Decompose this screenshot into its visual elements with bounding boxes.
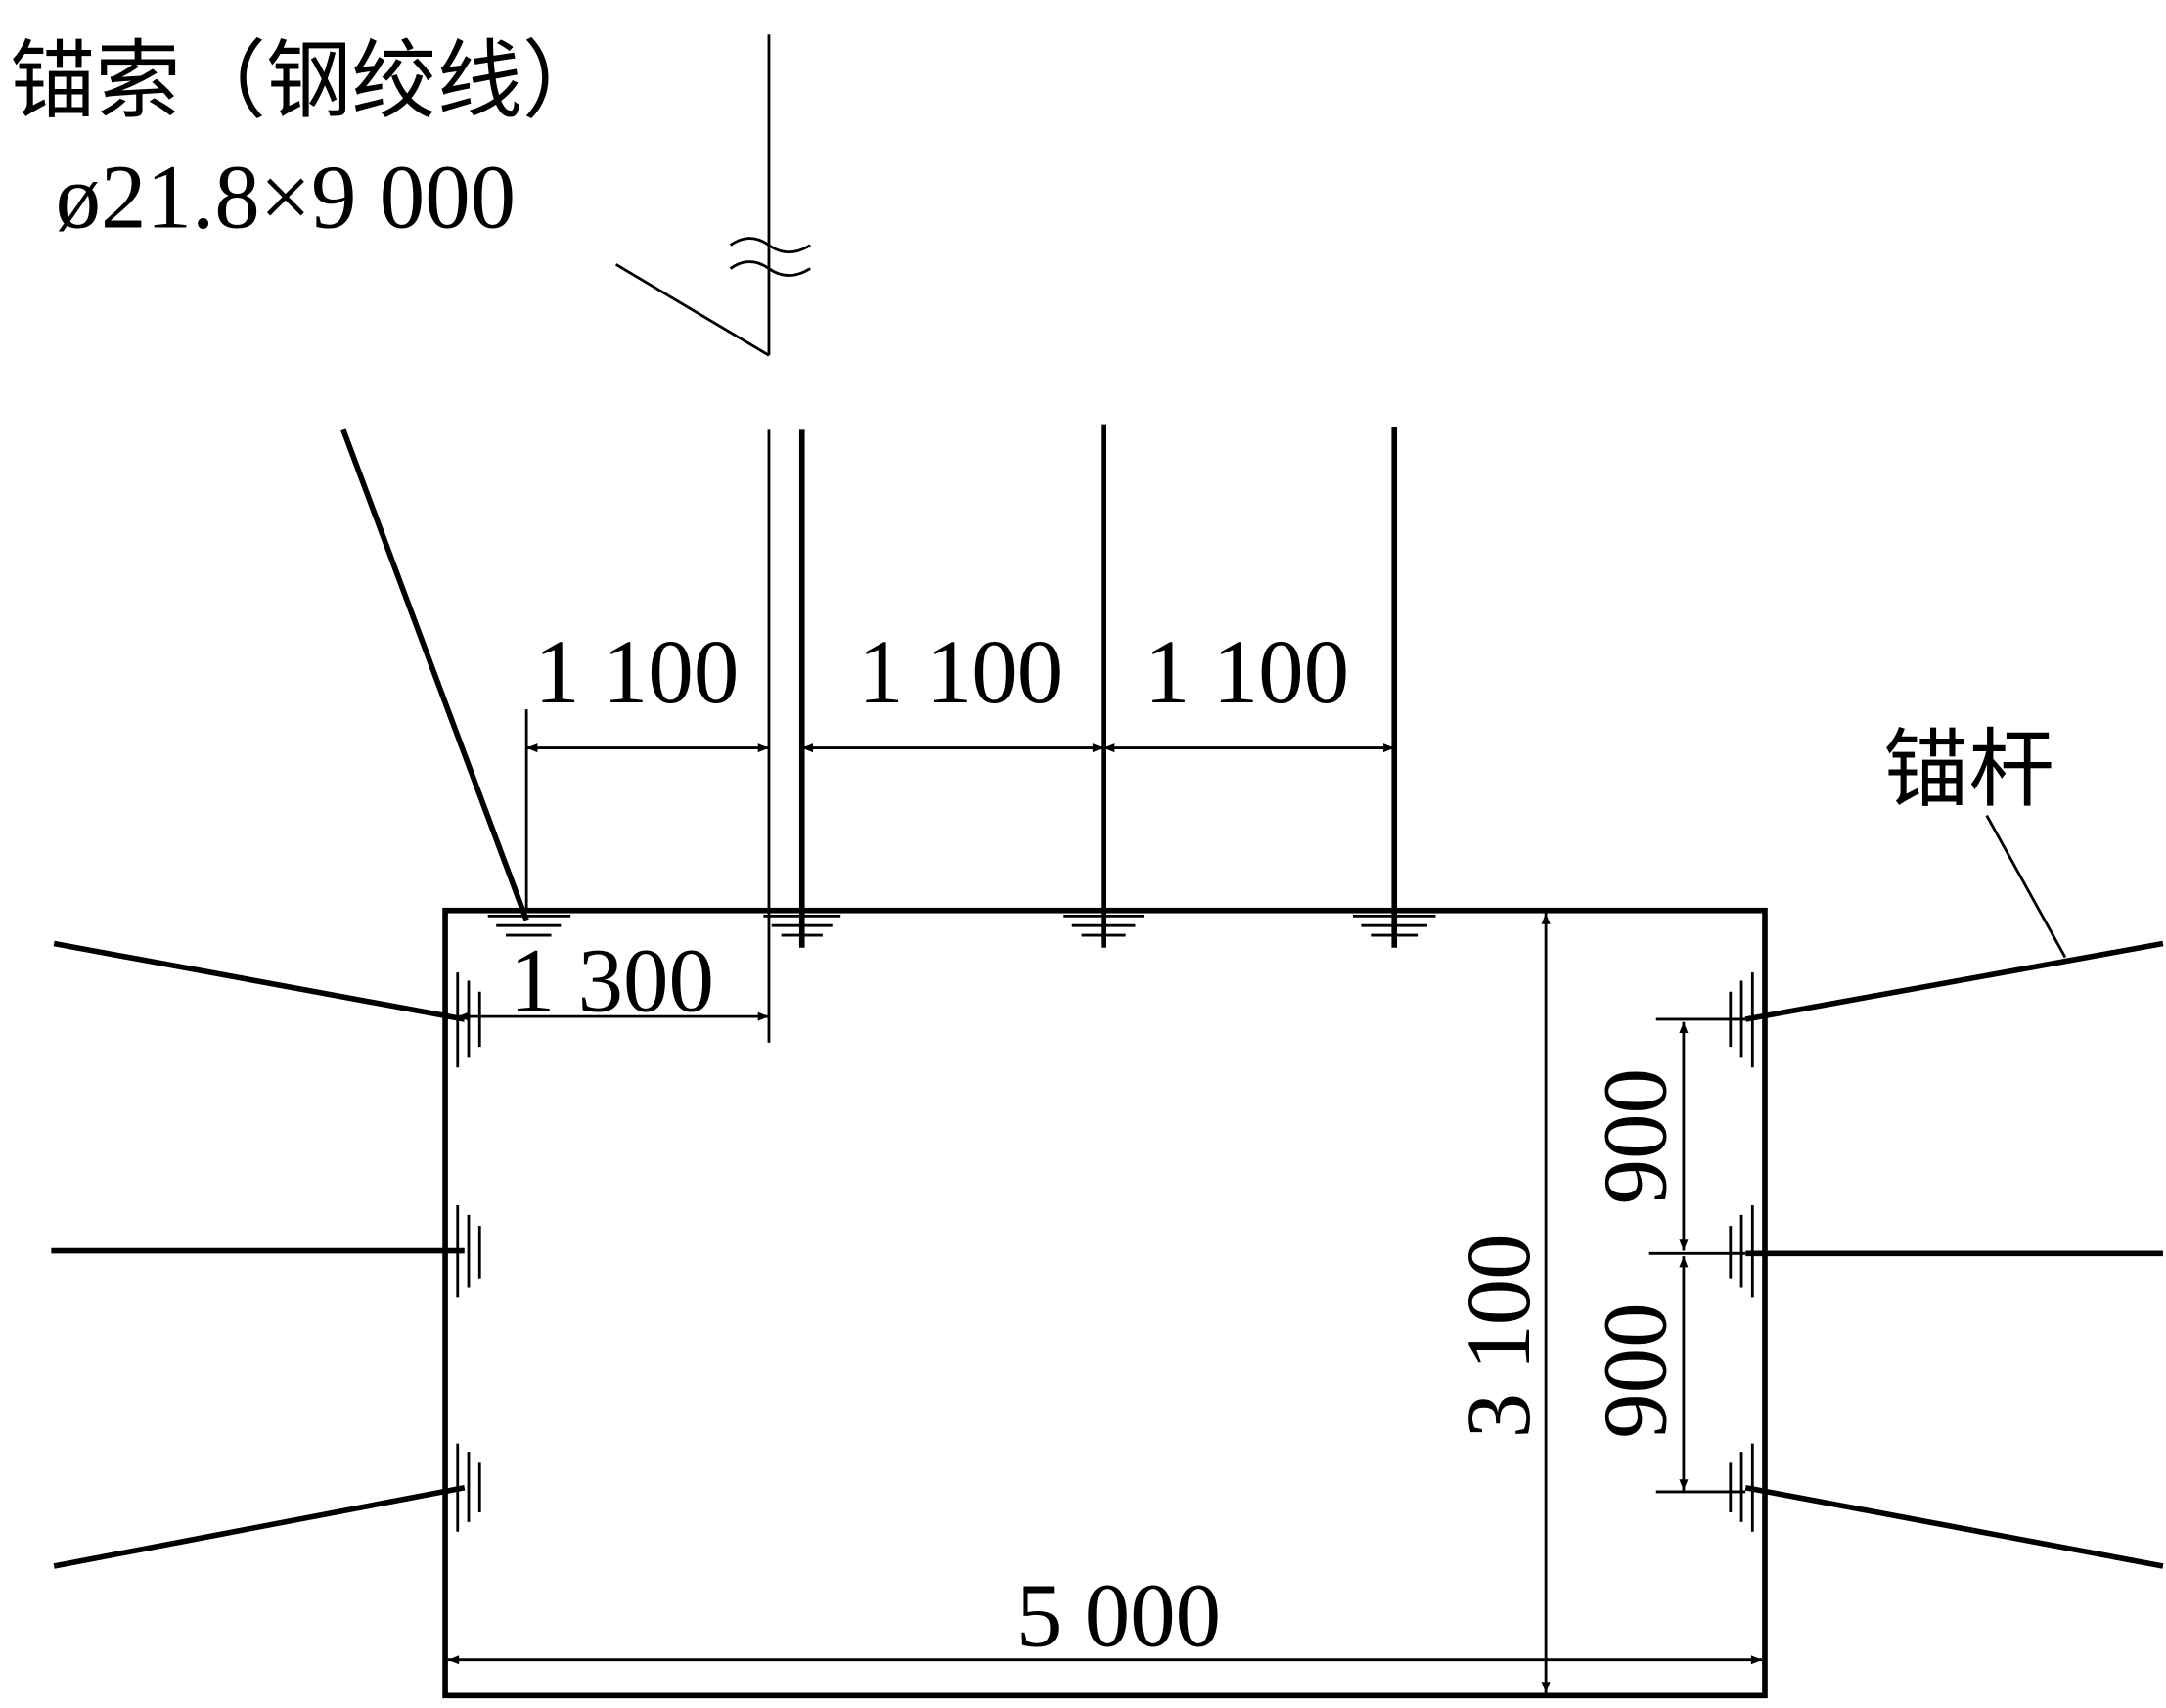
anchor-cable-inclined <box>340 428 529 921</box>
bolt-leader-line <box>1985 814 2067 959</box>
reference-line <box>614 34 811 1043</box>
dim-width: 5 000 <box>1016 1566 1221 1667</box>
cable-leader-line <box>614 263 770 357</box>
dim-right-spacing-lower: 900 <box>1586 1302 1687 1438</box>
dim-top-spacing-3: 1 100 <box>1145 622 1349 723</box>
dim-height: 3 100 <box>1449 1234 1550 1438</box>
dim-offset: 1 300 <box>510 931 714 1032</box>
dimension-lines <box>447 709 1763 1693</box>
anchor-plates-top <box>487 914 1436 937</box>
right-anchor-bolts <box>1729 814 2164 1569</box>
dim-right-spacing-upper: 900 <box>1586 1068 1687 1204</box>
anchor-bolt-label: 锚杆 <box>1883 720 2054 820</box>
anchor-cable-spec: ø21.8×9 000 <box>56 147 517 247</box>
dim-top-spacing-2: 1 100 <box>858 622 1062 723</box>
left-anchor-bolts <box>51 940 481 1569</box>
dim-top-spacing-1: 1 100 <box>534 622 739 723</box>
anchor-cable-label: 锚索（钢绞线） <box>10 31 608 131</box>
top-anchor-cables <box>340 424 1436 948</box>
